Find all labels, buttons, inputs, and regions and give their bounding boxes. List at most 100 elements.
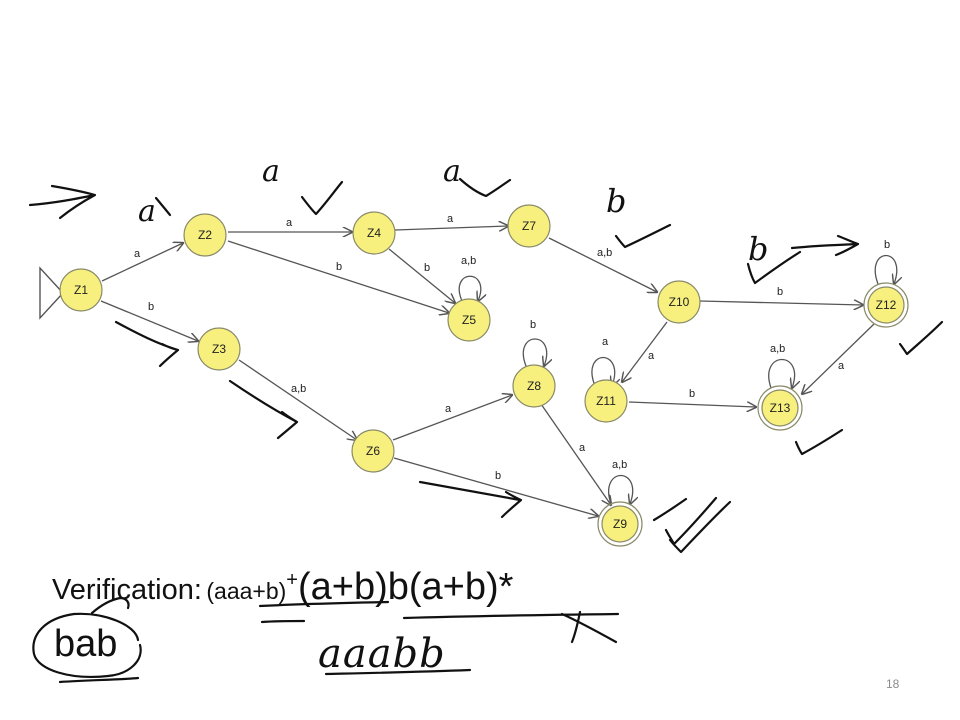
state-label: Z1 bbox=[74, 283, 88, 297]
state-z11: Z11 bbox=[584, 379, 628, 423]
edge-z10-z12 bbox=[699, 301, 863, 305]
edge-label: a,b bbox=[461, 255, 476, 267]
handwritten-b: b bbox=[748, 230, 768, 268]
handwritten-underline bbox=[258, 600, 390, 608]
state-z8: Z8 bbox=[512, 364, 556, 408]
edge-z1-z3 bbox=[100, 300, 198, 341]
edge-z6-z9 bbox=[393, 457, 598, 516]
handwritten-a: a bbox=[262, 154, 280, 189]
edge-label: a,b bbox=[612, 459, 627, 471]
edge-z11-z13 bbox=[628, 401, 756, 407]
handwritten-arrow bbox=[114, 320, 180, 368]
handwritten-start-arrow bbox=[28, 184, 97, 220]
edge-label: b bbox=[148, 301, 154, 313]
edge-label: a bbox=[447, 213, 454, 225]
edge-z8-z9 bbox=[540, 403, 611, 505]
state-label: Z13 bbox=[770, 401, 791, 415]
handwritten-underline bbox=[58, 676, 140, 684]
edge-label: a,b bbox=[597, 247, 612, 259]
edge-z2-z5 bbox=[227, 240, 449, 313]
edge-label: b bbox=[884, 239, 890, 251]
state-label: Z9 bbox=[613, 517, 627, 531]
state-z9: Z9 bbox=[597, 501, 643, 547]
edge-label: a bbox=[134, 248, 141, 260]
page-number: 18 bbox=[886, 677, 900, 691]
state-z1: Z1 bbox=[59, 268, 103, 312]
edge-label: a bbox=[838, 360, 845, 372]
edge-z6-z8 bbox=[392, 395, 512, 441]
state-z6: Z6 bbox=[351, 429, 395, 473]
state-z3: Z3 bbox=[197, 327, 241, 371]
handwritten-underline bbox=[324, 668, 472, 676]
handwritten-check bbox=[300, 180, 344, 216]
loop-z5 bbox=[458, 275, 481, 301]
handwritten-check bbox=[614, 223, 672, 249]
handwritten-check bbox=[652, 497, 688, 522]
edge-label: b bbox=[495, 470, 501, 482]
handwritten-arrow bbox=[228, 379, 299, 440]
edge-label: b bbox=[424, 262, 430, 274]
state-z13: Z13 bbox=[757, 385, 803, 431]
handwritten-circle-tail bbox=[90, 596, 130, 615]
expression-part-1: (aaa+b) bbox=[206, 578, 287, 604]
edge-label: a bbox=[286, 217, 293, 229]
edge-label: b bbox=[530, 319, 536, 331]
state-label: Z6 bbox=[366, 444, 380, 458]
state-label: Z10 bbox=[669, 295, 690, 309]
edge-label: b bbox=[777, 286, 783, 298]
start-state-marker bbox=[39, 266, 64, 320]
handwritten-word: aaabb bbox=[318, 631, 446, 677]
verification-label: Verification: bbox=[52, 574, 202, 606]
state-z12: Z12 bbox=[863, 282, 909, 328]
edge-z1-z2 bbox=[101, 243, 183, 282]
edge-z10-z11 bbox=[622, 321, 668, 382]
state-z10: Z10 bbox=[657, 280, 701, 324]
loop-z9 bbox=[608, 474, 633, 505]
handwritten-check bbox=[898, 320, 944, 356]
loop-z13 bbox=[768, 358, 795, 389]
handwritten-b: b bbox=[606, 182, 626, 220]
edge-z4-z7 bbox=[394, 226, 508, 230]
handwritten-check bbox=[746, 250, 802, 285]
state-label: Z12 bbox=[876, 298, 897, 312]
state-z7: Z7 bbox=[507, 204, 551, 248]
state-z2: Z2 bbox=[183, 213, 227, 257]
state-label: Z2 bbox=[198, 228, 212, 242]
state-label: Z11 bbox=[596, 394, 616, 408]
state-z4: Z4 bbox=[352, 211, 396, 255]
loop-z11 bbox=[591, 356, 615, 387]
state-label: Z4 bbox=[367, 226, 381, 240]
handwritten-check bbox=[794, 428, 844, 456]
state-label: Z7 bbox=[522, 219, 536, 233]
handwritten-underline bbox=[260, 619, 306, 624]
handwritten-check bbox=[458, 177, 512, 198]
handwritten-arrow bbox=[790, 234, 860, 257]
edge-label: a bbox=[648, 350, 655, 362]
handwritten-cross bbox=[560, 610, 618, 644]
loop-z12 bbox=[874, 254, 897, 285]
edge-z12-z13 bbox=[802, 323, 875, 394]
loop-z8 bbox=[522, 338, 546, 366]
edge-label: a bbox=[602, 336, 609, 348]
verification-expression: Verification: (aaa+b)+(a+b)b(a+b)* bbox=[52, 566, 513, 609]
handwritten-underline bbox=[402, 612, 620, 620]
edge-label: a,b bbox=[770, 343, 785, 355]
edge-label: b bbox=[336, 261, 342, 273]
handwritten-arrow bbox=[418, 480, 523, 519]
edge-label: a bbox=[445, 403, 452, 415]
edge-label: a,b bbox=[291, 383, 306, 395]
handwritten-stroke bbox=[154, 196, 172, 217]
edge-z4-z5 bbox=[388, 248, 455, 303]
handwritten-a: a bbox=[443, 154, 461, 189]
handwritten-a: a bbox=[138, 194, 156, 229]
expression-superscript: + bbox=[286, 569, 298, 591]
example-word: bab bbox=[54, 623, 118, 665]
edge-z7-z10 bbox=[548, 237, 657, 292]
handwritten-circle bbox=[32, 612, 142, 678]
state-label: Z3 bbox=[212, 342, 226, 356]
state-z5: Z5 bbox=[447, 298, 491, 342]
edge-label: b bbox=[689, 388, 695, 400]
handwritten-double-check bbox=[664, 496, 732, 554]
